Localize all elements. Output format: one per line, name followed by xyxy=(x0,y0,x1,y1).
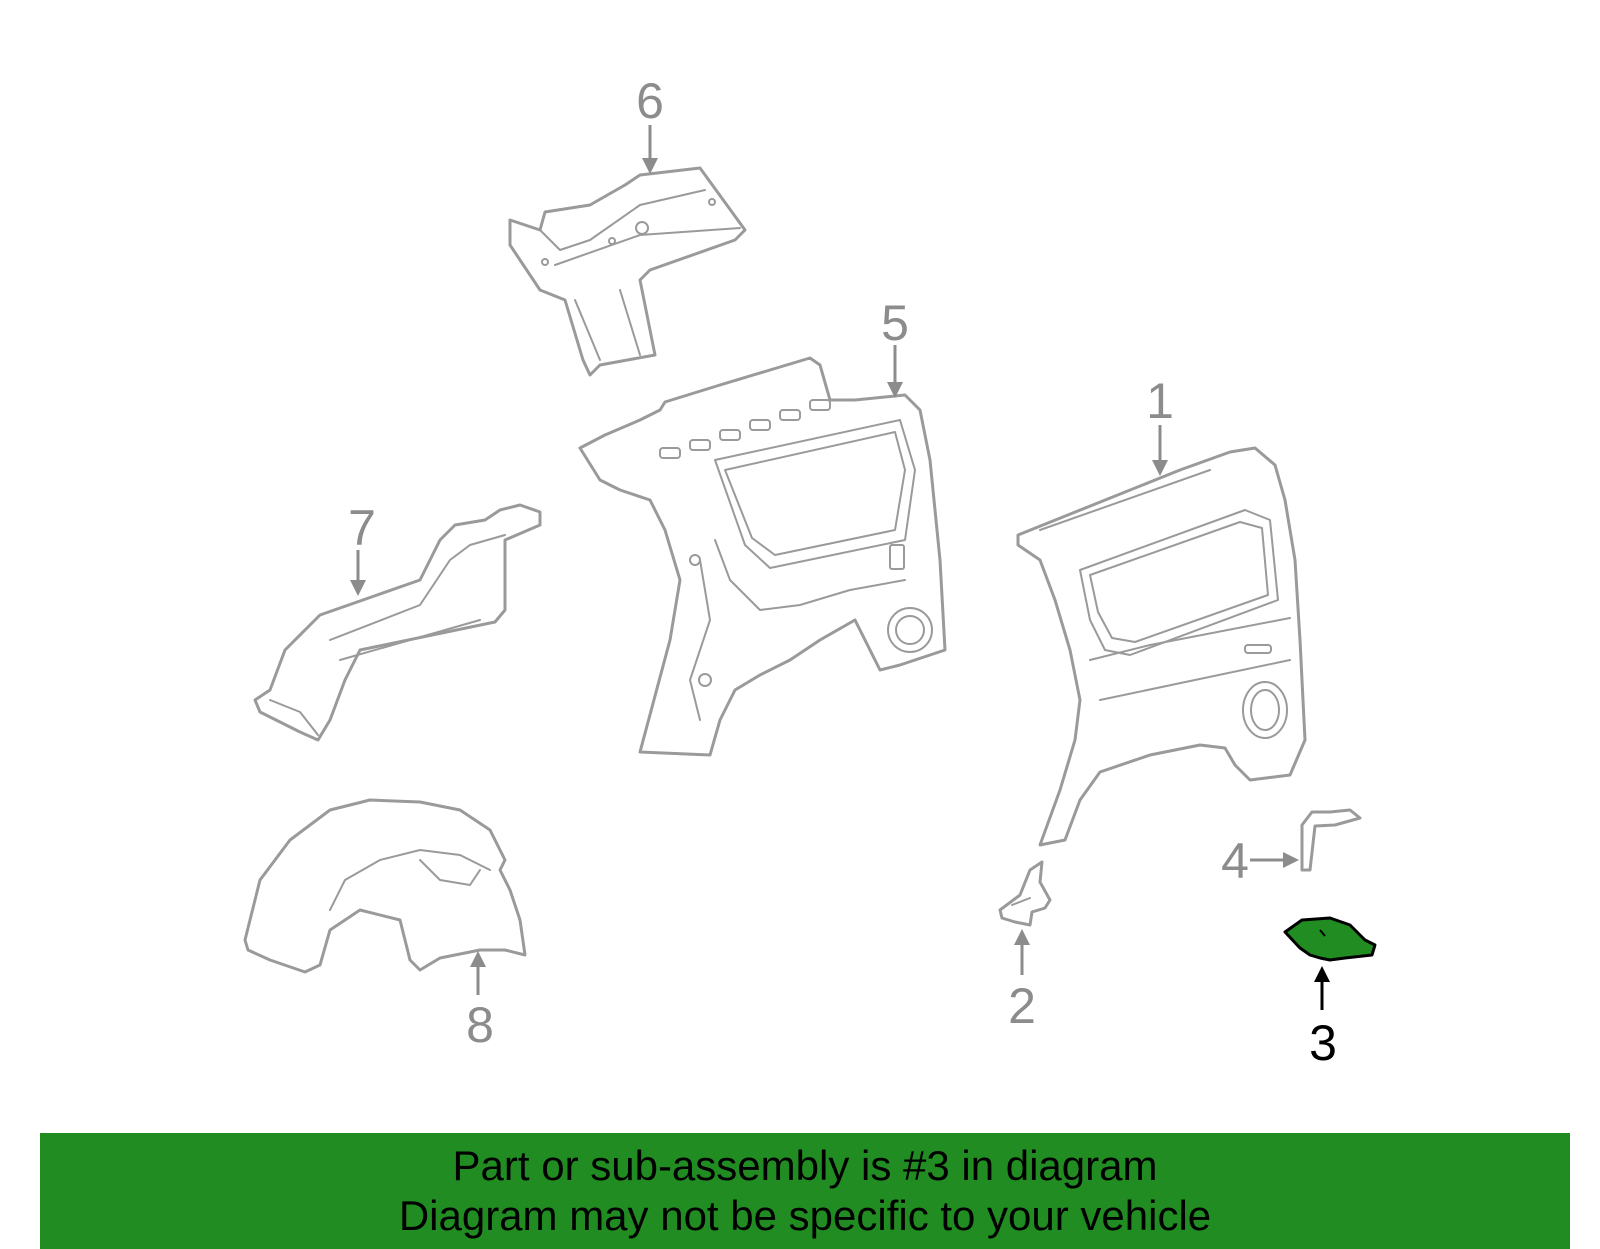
callout-5[interactable]: 5 xyxy=(881,295,909,398)
banner-line-1: Part or sub-assembly is #3 in diagram xyxy=(452,1142,1158,1189)
part-5-inner-quarter-panel[interactable] xyxy=(578,356,947,757)
part-8-wheelhouse[interactable] xyxy=(243,798,527,974)
banner-line-2: Diagram may not be specific to your vehi… xyxy=(398,1192,1212,1239)
callout-8[interactable]: 8 xyxy=(466,951,494,1053)
info-banner: Part or sub-assembly is #3 in diagram Di… xyxy=(40,1133,1570,1249)
part-7-channel[interactable] xyxy=(253,503,542,742)
callout-2[interactable]: 2 xyxy=(1008,929,1036,1034)
callout-label-4: 4 xyxy=(1221,833,1249,889)
callout-label-6: 6 xyxy=(636,73,664,129)
callout-label-8: 8 xyxy=(466,997,494,1053)
callout-label-5: 5 xyxy=(881,295,909,351)
callout-1[interactable]: 1 xyxy=(1146,373,1174,476)
callout-3[interactable]: 3 xyxy=(1309,966,1337,1071)
callout-label-2: 2 xyxy=(1008,978,1036,1034)
callout-label-3: 3 xyxy=(1309,1015,1337,1071)
part-6-roof-rail[interactable] xyxy=(508,166,747,377)
callout-6[interactable]: 6 xyxy=(636,73,664,174)
callout-7[interactable]: 7 xyxy=(348,500,376,596)
part-4-bracket[interactable] xyxy=(1300,808,1362,872)
callout-label-7: 7 xyxy=(348,500,376,556)
part-3-highlighted[interactable] xyxy=(1283,916,1377,962)
part-2-bracket[interactable] xyxy=(998,860,1052,927)
part-1-outer-quarter-panel[interactable] xyxy=(1016,446,1307,847)
callout-4[interactable]: 4 xyxy=(1221,833,1299,889)
callout-label-1: 1 xyxy=(1146,373,1174,429)
